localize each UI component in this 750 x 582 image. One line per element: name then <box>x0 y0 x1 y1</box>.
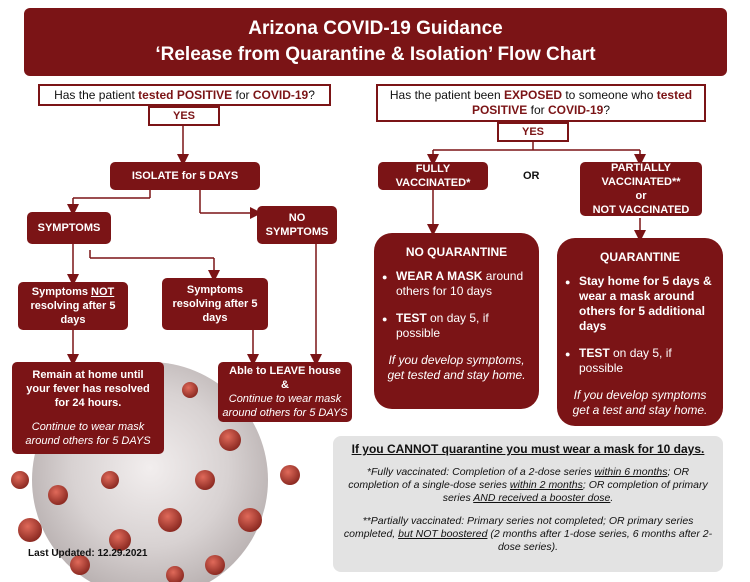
partially-vaccinated-definition: **Partially vaccinated: Primary series n… <box>343 515 713 553</box>
exposed-yes-label: YES <box>497 122 569 142</box>
no-quarantine-note: If you develop symptoms, get tested and … <box>387 353 526 382</box>
list-item: Stay home for 5 days & wear a mask aroun… <box>565 274 713 334</box>
remain-home-box: Remain at home until your fever has reso… <box>12 362 164 454</box>
list-item: WEAR A MASK around others for 10 days <box>382 269 529 299</box>
header-title: Arizona COVID-19 Guidance <box>248 18 503 39</box>
header-banner: Arizona COVID-19 Guidance ‘Release from … <box>24 8 727 76</box>
no-symptoms-box: NO SYMPTOMS <box>257 206 337 244</box>
isolate-box: ISOLATE for 5 DAYS <box>110 162 260 190</box>
list-item: TEST on day 5, if possible <box>565 346 713 376</box>
quarantine-title: QUARANTINE <box>600 250 680 264</box>
fully-vaccinated-definition: *Fully vaccinated: Completion of a 2-dos… <box>348 466 708 504</box>
quarantine-list: Stay home for 5 days & wear a mask aroun… <box>557 274 723 376</box>
list-item: TEST on day 5, if possible <box>382 311 529 341</box>
symptoms-resolving-box: Symptoms resolving after 5 days <box>162 278 268 330</box>
last-updated: Last Updated: 12.29.2021 <box>28 548 148 559</box>
leave-house-box: Able to LEAVE house & Continue to wear m… <box>218 362 352 422</box>
positive-question: Has the patient tested POSITIVE for COVI… <box>38 84 331 106</box>
no-quarantine-list: WEAR A MASK around others for 10 days TE… <box>374 269 539 341</box>
positive-yes-label: YES <box>148 106 220 126</box>
or-label: OR <box>523 170 540 182</box>
exposed-question: Has the patient been EXPOSED to someone … <box>376 84 706 122</box>
fully-vaccinated-box: FULLY VACCINATED* <box>378 162 488 190</box>
symptoms-not-resolving-box: Symptoms NOT resolving after 5 days <box>18 282 128 330</box>
header-subtitle: ‘Release from Quarantine & Isolation’ Fl… <box>155 44 596 65</box>
symptoms-box: SYMPTOMS <box>27 212 111 244</box>
partially-vaccinated-box: PARTIALLY VACCINATED** or NOT VACCINATED <box>580 162 702 216</box>
no-quarantine-box: NO QUARANTINE WEAR A MASK around others … <box>374 233 539 409</box>
quarantine-box: QUARANTINE Stay home for 5 days & wear a… <box>557 238 723 426</box>
no-quarantine-title: NO QUARANTINE <box>405 245 508 259</box>
cannot-quarantine-notice: If you CANNOT quarantine you must wear a… <box>351 442 705 456</box>
definitions-box: If you CANNOT quarantine you must wear a… <box>333 436 723 572</box>
quarantine-note: If you develop symptoms get a test and s… <box>572 388 708 417</box>
